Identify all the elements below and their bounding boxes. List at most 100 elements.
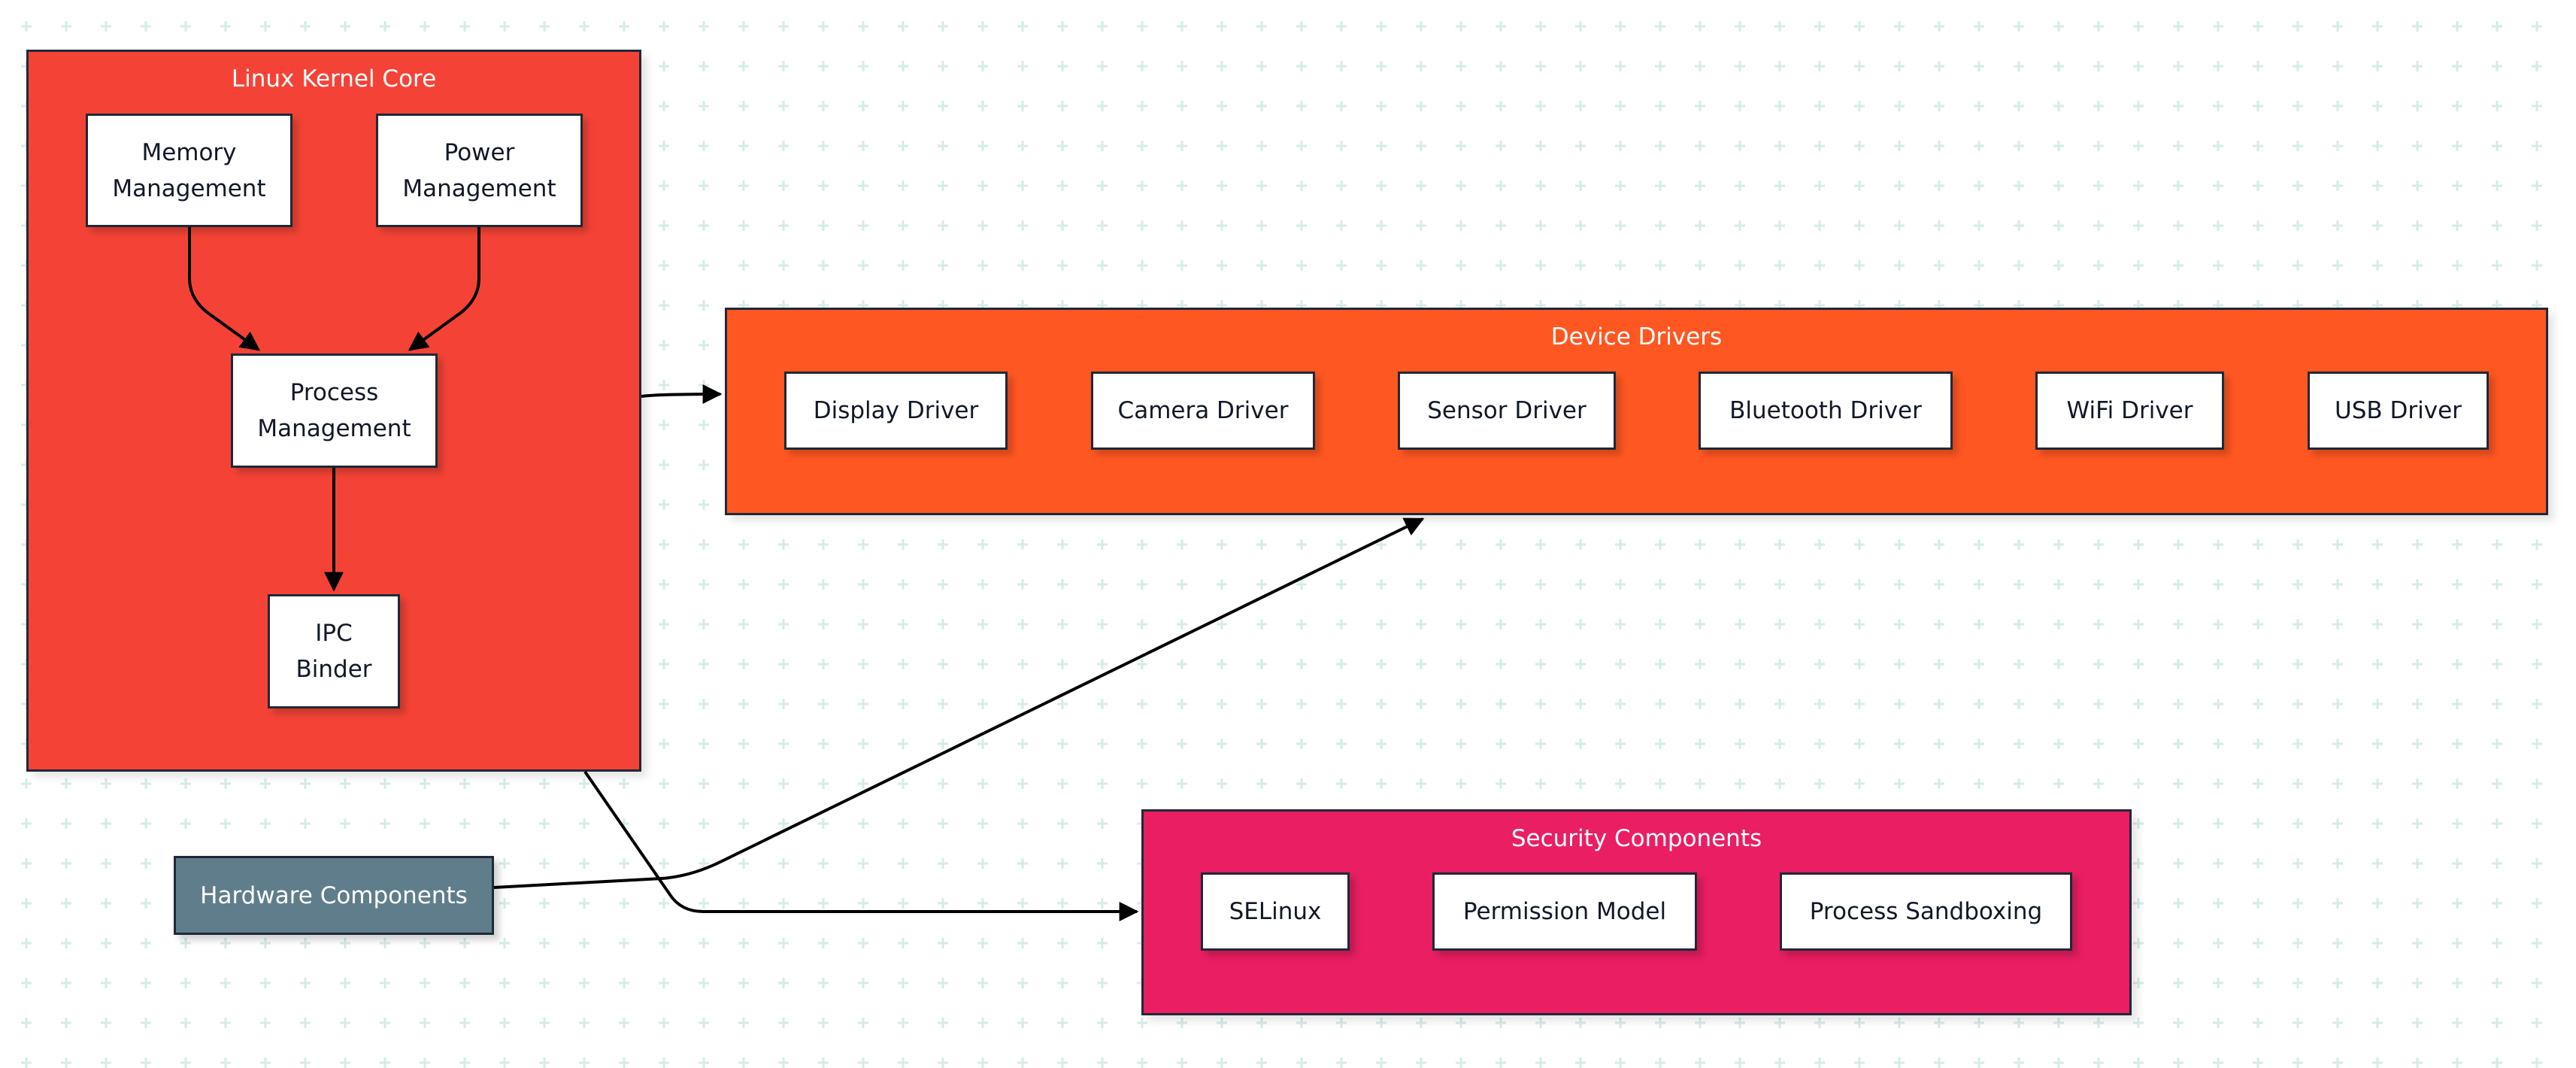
node-hardware-components[interactable]: Hardware Components: [174, 856, 494, 935]
grid-marker: [61, 978, 71, 988]
grid-marker: [1974, 101, 1984, 111]
grid-marker: [977, 739, 988, 749]
grid-marker: [1376, 1057, 1386, 1068]
grid-marker: [1296, 101, 1307, 111]
grid-marker: [858, 699, 868, 709]
grid-marker: [1774, 260, 1785, 271]
grid-marker: [1057, 699, 1068, 709]
grid-marker: [2133, 181, 2144, 191]
grid-marker: [818, 579, 829, 590]
grid-marker: [1735, 579, 1745, 590]
grid-marker: [2293, 21, 2303, 32]
node-display-driver[interactable]: Display Driver: [784, 372, 1008, 450]
node-power-management[interactable]: Power Management: [376, 114, 583, 227]
grid-marker: [738, 978, 749, 988]
grid-marker: [2452, 778, 2462, 789]
grid-marker: [2293, 778, 2303, 789]
grid-marker: [858, 858, 868, 869]
node-wifi-driver[interactable]: WiFi Driver: [2035, 372, 2224, 450]
grid-marker: [1934, 778, 1944, 789]
grid-marker: [2492, 619, 2502, 630]
grid-marker: [1416, 739, 1426, 749]
grid-marker: [738, 699, 749, 709]
grid-marker: [1615, 1018, 1626, 1028]
grid-marker: [778, 938, 789, 948]
grid-marker: [1774, 579, 1785, 590]
grid-marker: [2412, 978, 2423, 988]
grid-marker: [738, 1018, 749, 1028]
grid-marker: [1017, 579, 1028, 590]
grid-marker: [1057, 1057, 1068, 1068]
grid-marker: [2253, 539, 2263, 550]
grid-marker: [1456, 659, 1466, 669]
grid-marker: [2093, 21, 2104, 32]
grid-marker: [2173, 699, 2184, 709]
grid-marker: [778, 898, 789, 909]
grid-marker: [2133, 579, 2144, 590]
node-permission-model[interactable]: Permission Model: [1432, 872, 1697, 951]
grid-marker: [699, 340, 709, 350]
grid-marker: [1177, 739, 1187, 749]
grid-marker: [619, 898, 629, 909]
grid-marker: [2213, 1018, 2223, 1028]
grid-marker: [2093, 699, 2104, 709]
grid-marker: [1256, 539, 1267, 550]
grid-marker: [1894, 181, 1905, 191]
grid-marker: [1774, 739, 1785, 749]
grid-marker: [619, 978, 629, 988]
grid-marker: [2293, 260, 2303, 271]
grid-marker: [1057, 21, 1068, 32]
grid-marker: [1695, 1018, 1705, 1028]
grid-marker: [778, 619, 789, 630]
grid-marker: [659, 61, 669, 71]
grid-marker: [300, 21, 311, 32]
grid-marker: [1376, 141, 1386, 151]
grid-marker: [1456, 1057, 1466, 1068]
grid-marker: [1296, 61, 1307, 71]
grid-marker: [380, 778, 390, 789]
grid-marker: [2492, 21, 2502, 32]
grid-marker: [2133, 260, 2144, 271]
grid-marker: [2014, 619, 2024, 630]
node-bluetooth-driver[interactable]: Bluetooth Driver: [1699, 372, 1953, 450]
grid-marker: [738, 739, 749, 749]
grid-marker: [2213, 220, 2223, 231]
grid-marker: [977, 699, 988, 709]
grid-marker: [977, 260, 988, 271]
grid-marker: [101, 1057, 111, 1068]
grid-marker: [1057, 898, 1068, 909]
grid-marker: [619, 21, 629, 32]
grid-marker: [2452, 1057, 2462, 1068]
grid-marker: [1017, 260, 1028, 271]
node-process-management[interactable]: Process Management: [231, 353, 438, 468]
grid-marker: [300, 1057, 311, 1068]
grid-marker: [2213, 938, 2223, 948]
grid-marker: [1934, 659, 1944, 669]
grid-marker: [858, 938, 868, 948]
grid-marker: [1535, 141, 1546, 151]
grid-marker: [898, 21, 908, 32]
node-process-sandboxing[interactable]: Process Sandboxing: [1780, 872, 2072, 951]
grid-marker: [260, 1018, 271, 1028]
grid-marker: [1535, 21, 1546, 32]
node-camera-driver[interactable]: Camera Driver: [1091, 372, 1315, 450]
node-sensor-driver[interactable]: Sensor Driver: [1398, 372, 1616, 450]
grid-marker: [1934, 61, 1944, 71]
node-selinux[interactable]: SELinux: [1201, 872, 1350, 951]
node-usb-driver[interactable]: USB Driver: [2308, 372, 2489, 450]
grid-marker: [1974, 260, 1984, 271]
grid-marker: [1097, 858, 1108, 869]
grid-marker: [977, 101, 988, 111]
node-memory-management[interactable]: Memory Management: [86, 114, 292, 227]
grid-marker: [1535, 1018, 1546, 1028]
grid-marker: [699, 220, 709, 231]
grid-marker: [2532, 818, 2542, 829]
grid-marker: [2332, 21, 2343, 32]
node-ipc-binder[interactable]: IPC Binder: [268, 594, 400, 708]
grid-marker: [2293, 938, 2303, 948]
grid-marker: [2293, 539, 2303, 550]
grid-marker: [1416, 619, 1426, 630]
grid-marker: [2173, 61, 2184, 71]
grid-marker: [1535, 61, 1546, 71]
grid-marker: [1894, 739, 1905, 749]
